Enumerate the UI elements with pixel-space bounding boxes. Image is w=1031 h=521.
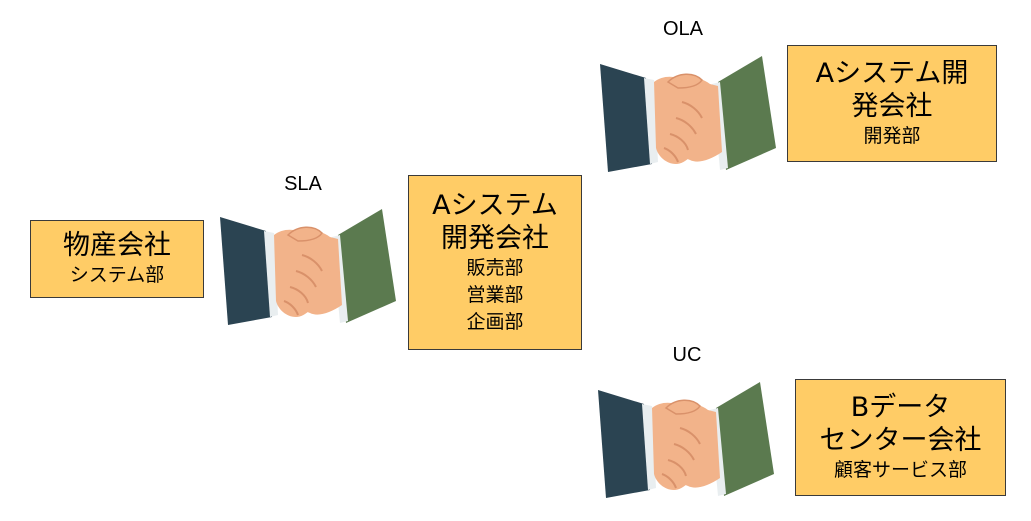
- sla-label: SLA: [284, 173, 322, 195]
- provider-company-name-line2: 開発会社: [441, 223, 549, 254]
- ola-label: OLA: [662, 18, 704, 40]
- vendor-box: Bデータ センター会社 顧客サービス部: [795, 379, 1006, 496]
- customer-company-name: 物産会社: [63, 230, 171, 261]
- provider-department-planning: 企画部: [466, 311, 524, 333]
- vendor-company-name-line1: Bデータ: [850, 392, 951, 423]
- internal-department: 開発部: [863, 125, 921, 147]
- provider-box: Aシステム 開発会社 販売部 営業部 企画部: [408, 175, 582, 350]
- customer-department: システム部: [69, 264, 165, 286]
- internal-company-name-line2: 発会社: [851, 91, 933, 122]
- uc-label: UC: [672, 344, 702, 366]
- internal-company-name-line1: Aシステム開: [815, 58, 969, 89]
- internal-supplier-box: Aシステム開 発会社 開発部: [787, 45, 997, 162]
- vendor-department: 顧客サービス部: [833, 459, 967, 481]
- handshake-icon: [218, 205, 398, 330]
- customer-box: 物産会社 システム部: [30, 220, 204, 298]
- handshake-icon: [598, 52, 778, 177]
- provider-department-sales: 販売部: [466, 257, 524, 279]
- handshake-icon: [596, 378, 776, 503]
- provider-company-name-line1: Aシステム: [432, 190, 558, 221]
- provider-department-business: 営業部: [466, 284, 524, 306]
- vendor-company-name-line2: センター会社: [819, 425, 982, 456]
